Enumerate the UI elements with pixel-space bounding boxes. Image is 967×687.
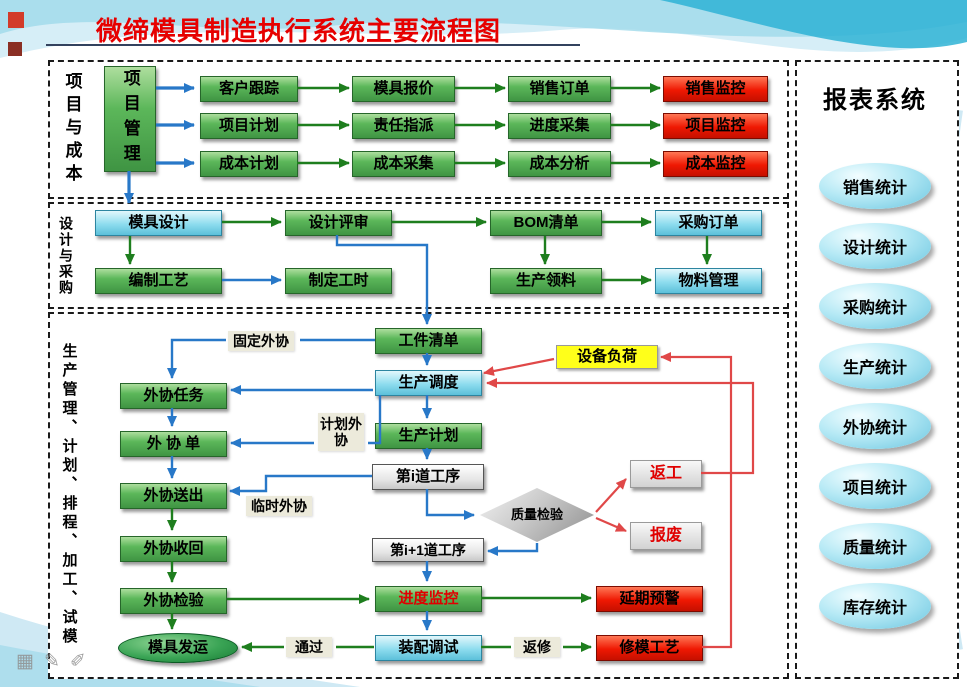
node-sales-order: 销售订单 [508,76,611,102]
node-progress-monitor: 进度监控 [375,586,482,612]
vertical-label-project-cost: 项目与成本 [62,71,82,187]
vertical-label-design-procurement: 设计与采购 [58,216,74,296]
report-item-quality: 质量统计 [819,523,931,569]
node-project-plan: 项目计划 [200,113,298,139]
node-production-dispatch: 生产调度 [375,370,482,396]
node-customer-tracking: 客户跟踪 [200,76,298,102]
capture-image-icon[interactable] [16,650,34,673]
logo-mark2-icon [8,42,22,56]
capture-toolbar [16,650,86,673]
node-process-i: 第i道工序 [372,464,484,490]
node-outsourcing-order: 外 协 单 [120,431,227,457]
node-work-hours: 制定工时 [285,268,392,294]
report-item-production: 生产统计 [819,343,931,389]
node-mold-shipment: 模具发运 [118,633,238,663]
node-cost-plan: 成本计划 [200,151,298,177]
node-production-plan: 生产计划 [375,423,482,449]
node-delay-warning: 延期预警 [596,586,703,612]
node-progress-collection: 进度采集 [508,113,611,139]
tag-fixed-outsourcing: 固定外协 [228,331,294,351]
pen-alt-icon[interactable] [70,650,86,673]
node-outsourcing-return: 外协收回 [120,536,227,562]
node-equipment-load: 设备负荷 [556,345,658,369]
node-project-management: 项目管理 [104,66,156,172]
node-cost-collection: 成本采集 [352,151,455,177]
report-item-sales: 销售统计 [819,163,931,209]
node-mold-design: 模具设计 [95,210,222,236]
node-bom-list: BOM清单 [490,210,602,236]
tag-repair: 返修 [514,637,560,657]
node-scrap: 报废 [630,522,702,550]
logo-mark-icon [8,12,24,28]
node-task-assignment: 责任指派 [352,113,455,139]
node-work-list: 工件清单 [375,328,482,354]
tag-pass: 通过 [286,637,332,657]
page-title: 微缔模具制造执行系统主要流程图 [96,16,502,46]
node-cost-monitor: 成本监控 [663,151,768,177]
report-item-outsourcing: 外协统计 [819,403,931,449]
tag-planned-outsourcing: 计划外协 [318,413,364,451]
node-process-i-plus-1: 第i+1道工序 [372,538,484,562]
node-outsourcing-inspection: 外协检验 [120,588,227,614]
node-material-management: 物料管理 [655,268,762,294]
node-design-review: 设计评审 [285,210,392,236]
node-purchase-order: 采购订单 [655,210,762,236]
node-process-planning: 编制工艺 [95,268,222,294]
node-assembly-debug: 装配调试 [375,635,482,661]
node-mold-quote: 模具报价 [352,76,455,102]
node-outsourcing-send: 外协送出 [120,483,227,509]
node-rework: 返工 [630,460,702,488]
node-material-issue: 生产领料 [490,268,602,294]
title-underline [46,44,580,46]
node-sales-monitor: 销售监控 [663,76,768,102]
node-outsourcing-task: 外协任务 [120,383,227,409]
report-item-procurement: 采购统计 [819,283,931,329]
report-item-design: 设计统计 [819,223,931,269]
node-cost-analysis: 成本分析 [508,151,611,177]
report-item-inventory: 库存统计 [819,583,931,629]
pen-icon[interactable] [44,650,60,673]
report-panel-title: 报表系统 [823,87,927,114]
tag-temp-outsourcing: 临时外协 [246,496,312,516]
node-project-monitor: 项目监控 [663,113,768,139]
node-mold-repair-process: 修模工艺 [596,635,703,661]
vertical-label-production: 生产管理、计划、排程、加工、试模 [60,342,78,647]
report-item-project: 项目统计 [819,463,931,509]
